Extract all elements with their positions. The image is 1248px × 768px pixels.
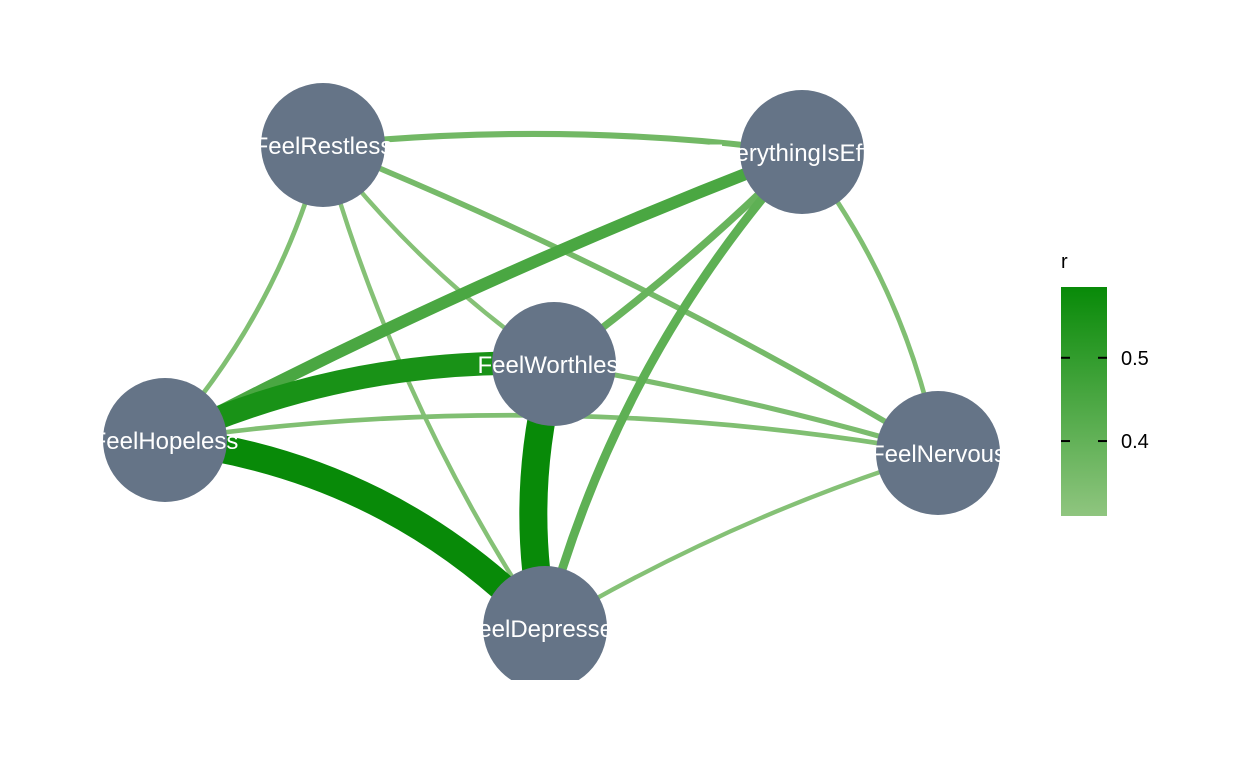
node-circle xyxy=(876,391,1000,515)
nodes: FeelRestless EverythingIsEffortFeelWorthl… xyxy=(92,83,1006,680)
node-EverythingIsEffort: EverythingIsEffort xyxy=(708,90,897,214)
legend-colorbar xyxy=(1061,287,1107,516)
legend-title: r xyxy=(1061,251,1068,273)
node-label: FeelHopeless xyxy=(92,428,239,455)
node-label: FeelNervous xyxy=(870,441,1006,468)
edge-FeelNervous-FeelDepressed xyxy=(543,450,939,630)
node-FeelWorthless: FeelWorthless xyxy=(478,302,631,426)
node-label: FeelDepressed xyxy=(464,616,627,643)
edge-FeelRestless-EverythingIsEffort xyxy=(322,130,803,156)
node-label: FeelRestless xyxy=(254,133,393,160)
legend-ticks: 0.5 0.4 xyxy=(1061,348,1149,453)
edge-FeelRestless-FeelNervous xyxy=(321,142,940,456)
node-FeelDepressed: FeelDepressed xyxy=(464,566,627,680)
node-label: EverythingIsEffort xyxy=(708,140,897,167)
legend-tick-label: 0.4 xyxy=(1121,431,1149,453)
node-circle xyxy=(261,83,385,207)
node-label: FeelWorthless xyxy=(478,352,631,379)
legend-tick-label: 0.5 xyxy=(1121,348,1149,370)
node-FeelHopeless: FeelHopeless xyxy=(92,378,239,502)
edge-FeelRestless-FeelDepressed xyxy=(320,144,547,630)
edge-EverythingIsEffort-FeelDepressed xyxy=(540,149,806,630)
node-circle xyxy=(492,302,616,426)
node-circle xyxy=(740,90,864,214)
node-circle xyxy=(483,566,607,680)
node-FeelRestless: FeelRestless xyxy=(254,83,393,207)
node-circle xyxy=(103,378,227,502)
legend: r 0.5 0.4 xyxy=(1061,251,1149,516)
node-FeelNervous: FeelNervous xyxy=(870,391,1006,515)
